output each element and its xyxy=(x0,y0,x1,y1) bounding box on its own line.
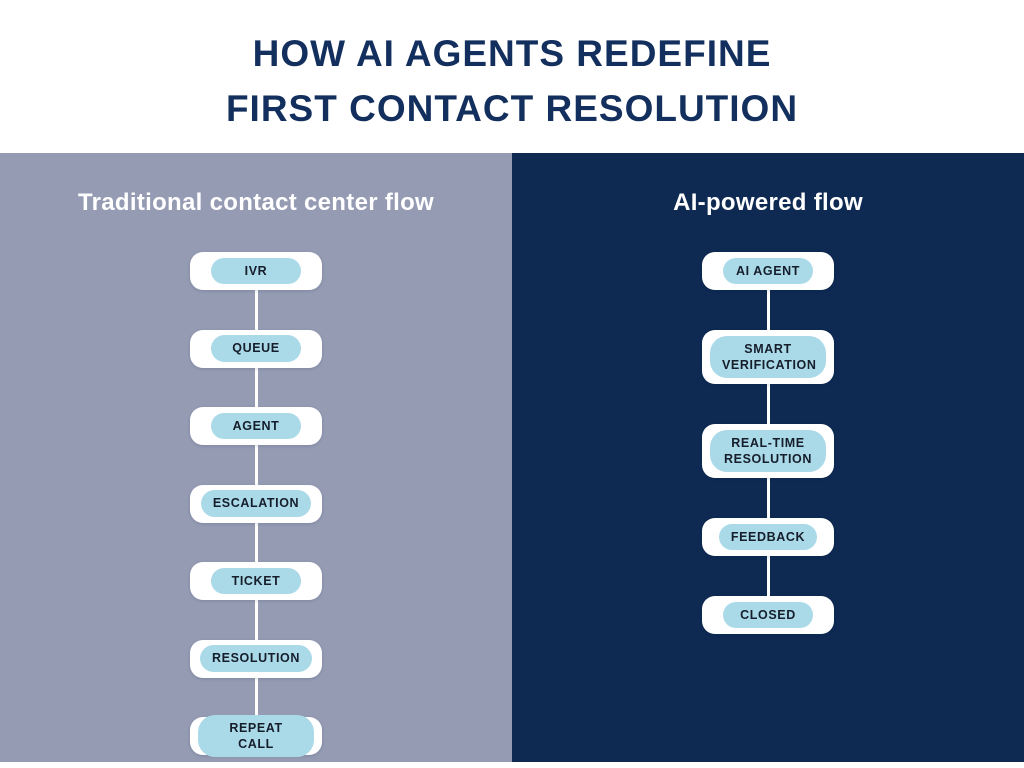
panel-traditional-flow: Traditional contact center flow IVR QUEU… xyxy=(0,153,512,762)
flow-step-ivr: IVR xyxy=(190,252,322,290)
step-label: SMART VERIFICATION xyxy=(710,335,826,379)
flow-step-queue: QUEUE xyxy=(190,329,322,368)
flow-step-feedback: FEEDBACK xyxy=(702,518,834,556)
comparison-panels: Traditional contact center flow IVR QUEU… xyxy=(0,153,1024,762)
title-band: HOW AI AGENTS REDEFINE FIRST CONTACT RES… xyxy=(0,0,1024,153)
flow-step-ai-agent: AI AGENT xyxy=(702,252,834,290)
flow-step-agent: AGENT xyxy=(190,407,322,445)
page-title-line-1: HOW AI AGENTS REDEFINE xyxy=(252,33,772,74)
flow-step-repeat-call: REPEAT CALL xyxy=(190,714,322,758)
flow-step-closed: CLOSED xyxy=(702,596,834,634)
page-title: HOW AI AGENTS REDEFINE FIRST CONTACT RES… xyxy=(0,26,1024,136)
page-title-line-2: FIRST CONTACT RESOLUTION xyxy=(225,88,799,129)
step-label: AI AGENT xyxy=(723,257,813,285)
flow-step-escalation: ESCALATION xyxy=(190,484,322,523)
step-label: AGENT xyxy=(211,412,301,440)
step-label: FEEDBACK xyxy=(718,523,818,551)
flow-step-real-time-resolution: REAL-TIME RESOLUTION xyxy=(702,424,834,478)
flow-step-resolution: RESOLUTION xyxy=(190,639,322,678)
step-label: IVR xyxy=(211,257,301,285)
traditional-flow-column: IVR QUEUE AGENT ESCALATION TICKET RESOLU… xyxy=(190,252,322,758)
step-label: TICKET xyxy=(211,567,301,595)
flow-step-smart-verification: SMART VERIFICATION xyxy=(702,330,834,384)
panel-ai-heading: AI-powered flow xyxy=(673,189,863,216)
bottom-strip xyxy=(0,762,1024,768)
step-label: CLOSED xyxy=(723,601,813,629)
panel-traditional-heading: Traditional contact center flow xyxy=(77,189,435,216)
step-label: RESOLUTION xyxy=(200,645,312,672)
step-label: REPEAT CALL xyxy=(198,714,314,758)
ai-flow-column: AI AGENT SMART VERIFICATION REAL-TIME RE… xyxy=(702,252,834,634)
step-label: REAL-TIME RESOLUTION xyxy=(710,429,826,473)
flow-step-ticket: TICKET xyxy=(190,562,322,600)
step-label: ESCALATION xyxy=(200,490,312,517)
step-label: QUEUE xyxy=(211,335,301,362)
panel-ai-powered-flow: AI-powered flow AI AGENT SMART VERIFICAT… xyxy=(512,153,1024,762)
